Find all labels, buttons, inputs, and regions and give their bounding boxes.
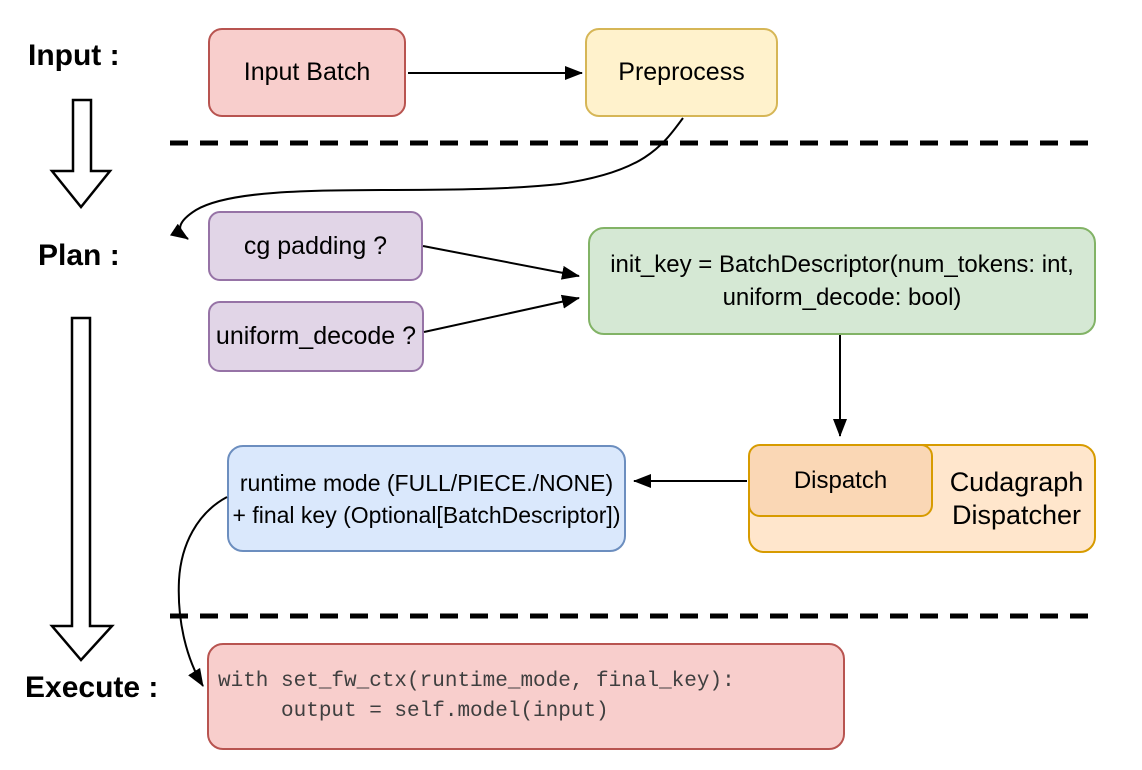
- node-input-batch-label: Input Batch: [243, 58, 371, 87]
- node-uniform-decode: uniform_decode ?: [208, 301, 424, 372]
- hollow-arrow-input: [49, 98, 113, 209]
- node-init-key: init_key = BatchDescriptor(num_tokens: i…: [588, 227, 1096, 335]
- cudagraph-line2: Dispatcher: [951, 499, 1082, 530]
- section-label-plan: Plan :: [38, 239, 120, 272]
- node-execute-code: with set_fw_ctx(runtime_mode, final_key)…: [207, 643, 845, 750]
- node-input-batch: Input Batch: [208, 28, 406, 117]
- cudagraph-line1: Cudagraph: [949, 466, 1084, 497]
- node-preprocess-label: Preprocess: [618, 58, 745, 87]
- init-key-line2: uniform_decode: bool): [722, 284, 962, 311]
- node-cg-padding: cg padding ?: [208, 211, 423, 281]
- section-label-input: Input :: [28, 39, 120, 72]
- runtime-mode-line1: runtime mode (FULL/PIECE./NONE): [239, 469, 614, 496]
- node-runtime-mode-label: runtime mode (FULL/PIECE./NONE) + final …: [233, 467, 621, 531]
- execute-code-line2: output = self.model(input): [218, 699, 609, 723]
- node-dispatch: Dispatch: [748, 444, 933, 517]
- node-dispatch-label: Dispatch: [793, 466, 888, 494]
- edge-cgpadding-initkey: [422, 245, 580, 280]
- execute-code-line1: with set_fw_ctx(runtime_mode, final_key)…: [218, 669, 735, 693]
- node-preprocess: Preprocess: [585, 28, 778, 117]
- hollow-arrow-plan-execute: [49, 316, 115, 662]
- section-label-execute: Execute :: [25, 671, 159, 704]
- node-runtime-mode: runtime mode (FULL/PIECE./NONE) + final …: [227, 445, 626, 552]
- runtime-mode-line2: + final key (Optional[BatchDescriptor]): [232, 501, 621, 528]
- node-init-key-label: init_key = BatchDescriptor(num_tokens: i…: [610, 248, 1074, 314]
- node-cudagraph-dispatcher-label: Cudagraph Dispatcher: [935, 466, 1098, 532]
- node-cg-padding-label: cg padding ?: [243, 231, 388, 260]
- init-key-line1: init_key = BatchDescriptor(num_tokens: i…: [610, 251, 1074, 278]
- node-execute-code-text: with set_fw_ctx(runtime_mode, final_key)…: [218, 667, 735, 727]
- edge-uniformdecode-initkey: [423, 294, 580, 333]
- node-uniform-decode-label: uniform_decode ?: [215, 322, 417, 351]
